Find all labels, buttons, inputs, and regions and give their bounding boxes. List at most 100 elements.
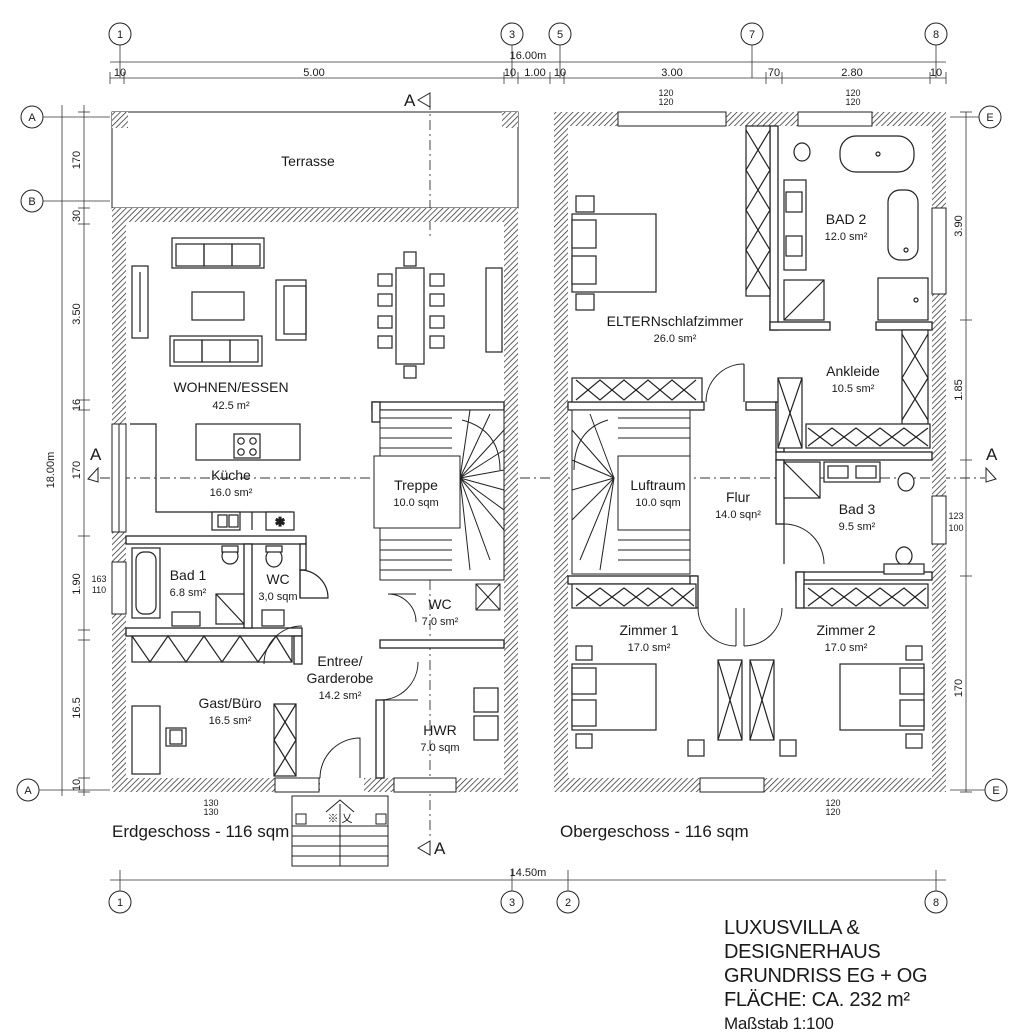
grid-label: E bbox=[992, 785, 999, 797]
section-line: A A A A bbox=[87, 91, 998, 858]
upper-floor-label: Obergeschoss - 116 sqm bbox=[560, 822, 749, 841]
grid-label: A bbox=[24, 785, 32, 797]
area-entree: 14.2 sm² bbox=[319, 690, 362, 702]
grid-label: 1 bbox=[117, 897, 123, 909]
room-labels-ground: Terrasse WOHNEN/ESSEN 42.5 m² Küche 16.0… bbox=[170, 153, 460, 825]
ankleide-closets bbox=[705, 329, 931, 449]
area-gast-buero: 16.5 sm² bbox=[209, 715, 252, 727]
kitchen-island: ✱ bbox=[130, 423, 301, 531]
grid-label: E bbox=[986, 112, 993, 124]
grid-label: B bbox=[28, 196, 35, 208]
ground-floor-plan: ✱ bbox=[111, 111, 519, 867]
room-labels-upper: ELTERNschlafzimmer 26.0 sm² BAD 2 12.0 s… bbox=[607, 211, 880, 654]
room-zimmer1: Zimmer 1 bbox=[619, 622, 678, 638]
room-wc2: WC bbox=[428, 596, 451, 612]
dim-seg: 30 bbox=[71, 210, 83, 222]
grid-label: 1 bbox=[117, 29, 123, 41]
area-bad2: 12.0 sm² bbox=[825, 231, 868, 243]
dim-window: 120 bbox=[825, 807, 840, 817]
dining-table bbox=[377, 251, 445, 379]
dim-seg: 10 bbox=[504, 67, 516, 79]
room-terrasse: Terrasse bbox=[281, 153, 335, 169]
dimension-lines: 16.00m 10 5.00 10 1.00 10 3.00 70 2.80 1… bbox=[45, 50, 972, 881]
dim-seg: 16 bbox=[71, 399, 83, 411]
area-bad3: 9.5 sm² bbox=[839, 521, 876, 533]
zimmer1-bed bbox=[571, 645, 705, 757]
room-elternschlafzimmer: ELTERNschlafzimmer bbox=[607, 313, 744, 329]
section-marker: A bbox=[434, 839, 446, 858]
room-flur: Flur bbox=[726, 489, 750, 505]
room-garderobe: Garderobe bbox=[307, 670, 374, 686]
wardrobe-parents bbox=[571, 125, 771, 403]
grid-label: 8 bbox=[933, 29, 939, 41]
room-luftraum: Luftraum bbox=[630, 477, 685, 493]
staircase-ground bbox=[373, 409, 505, 611]
room-wohnen-essen: WOHNEN/ESSEN bbox=[173, 379, 288, 395]
area-kueche: 16.0 sm² bbox=[210, 487, 253, 499]
area-treppe: 10.0 sqm bbox=[393, 497, 438, 509]
living-furniture bbox=[131, 237, 503, 367]
dim-seg: 170 bbox=[953, 679, 965, 697]
area-zimmer1: 17.0 sm² bbox=[628, 642, 671, 654]
dim-seg: 170 bbox=[71, 461, 83, 479]
dim-window: 163 bbox=[91, 574, 106, 584]
dim-window: 130 bbox=[203, 807, 218, 817]
dim-window: 120 bbox=[658, 97, 673, 107]
dim-window: 120 bbox=[825, 798, 840, 808]
ground-floor-label: Erdgeschoss - 116 sqm bbox=[112, 822, 290, 841]
dim-seg: 2.80 bbox=[841, 67, 862, 79]
zimmer2-bed bbox=[779, 645, 925, 757]
area-wohnen-essen: 42.5 m² bbox=[212, 400, 250, 412]
dim-seg: 170 bbox=[71, 151, 83, 169]
upper-floor-plan bbox=[554, 111, 947, 793]
guest-room-furniture bbox=[131, 634, 297, 777]
room-bad3: Bad 3 bbox=[839, 501, 876, 517]
grid-label: 8 bbox=[933, 897, 939, 909]
dim-window: 123 bbox=[948, 511, 963, 521]
dim-seg: 10 bbox=[114, 67, 126, 79]
grid-label: 7 bbox=[749, 29, 755, 41]
title-block: LUXUSVILLA & DESIGNERHAUS GRUNDRISS EG +… bbox=[724, 916, 1014, 1036]
room-kueche: Küche bbox=[211, 467, 251, 483]
dim-total-bottom: 14.50m bbox=[510, 867, 547, 879]
dim-seg: 5.00 bbox=[303, 67, 324, 79]
section-marker: A bbox=[90, 445, 102, 464]
room-hwr: HWR bbox=[423, 722, 456, 738]
room-ankleide: Ankleide bbox=[826, 363, 880, 379]
grid-label: 2 bbox=[565, 897, 571, 909]
hwr-fixtures bbox=[473, 687, 499, 741]
room-bad1: Bad 1 bbox=[170, 567, 207, 583]
area-luftraum: 10.0 sqm bbox=[635, 497, 680, 509]
dim-seg: 1.90 bbox=[71, 573, 83, 594]
parents-bed bbox=[571, 195, 657, 311]
section-marker: A bbox=[404, 91, 416, 110]
dim-seg: 10 bbox=[930, 67, 942, 79]
room-zimmer2: Zimmer 2 bbox=[816, 622, 875, 638]
dim-window: 120 bbox=[658, 88, 673, 98]
dim-seg: 1.85 bbox=[953, 379, 965, 400]
area-elternschlafzimmer: 26.0 sm² bbox=[654, 333, 697, 345]
dim-seg: 10 bbox=[554, 67, 566, 79]
room-entree: Entree/ bbox=[317, 653, 362, 669]
dim-seg: 16.5 bbox=[71, 697, 83, 718]
grid-label: 3 bbox=[509, 29, 515, 41]
kids-closets bbox=[571, 583, 929, 741]
dim-seg: 1.00 bbox=[524, 67, 545, 79]
bad2-fixtures bbox=[783, 135, 929, 321]
area-bad1: 6.8 sm² bbox=[170, 587, 207, 599]
area-hwr: 7.0 sqm bbox=[420, 742, 459, 754]
room-wc1: WC bbox=[266, 571, 289, 587]
wc1-fixtures bbox=[261, 545, 329, 627]
dim-total-height: 18.00m bbox=[45, 452, 57, 489]
room-treppe: Treppe bbox=[394, 477, 438, 493]
room-gast-buero: Gast/Büro bbox=[198, 695, 261, 711]
dim-total-width: 16.00m bbox=[510, 50, 547, 62]
entrance-steps bbox=[291, 795, 389, 867]
room-bad2: BAD 2 bbox=[826, 211, 867, 227]
grid-label: 3 bbox=[509, 897, 515, 909]
bad3-fixtures bbox=[783, 461, 925, 575]
dim-window: 100 bbox=[948, 523, 963, 533]
dim-seg: 70 bbox=[768, 67, 780, 79]
staircase-upper bbox=[571, 409, 691, 575]
